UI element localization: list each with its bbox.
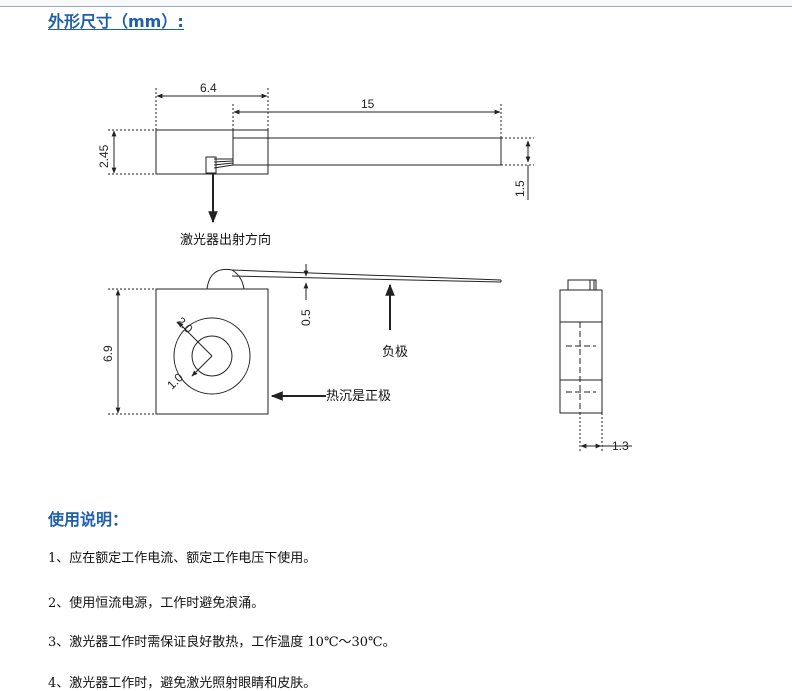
side-top-tab	[567, 279, 597, 291]
dim-gap-label: 0.5	[299, 309, 313, 326]
usage-item-4: 4、激光器工作时，避免激光照射眼睛和皮肤。	[48, 676, 317, 691]
top-body	[155, 129, 269, 175]
dimensions-title: 外形尺寸（mm）:	[48, 12, 184, 31]
dim-2-0-line	[177, 321, 213, 357]
usage-item-2: 2、使用恒流电源，工作时避免浪涌。	[48, 596, 265, 611]
dim-lead-offset-label: 1.5	[513, 180, 527, 197]
dim-width-label: 6.4	[200, 81, 217, 95]
dim-1-0-line	[191, 355, 213, 377]
inner-circle	[191, 335, 233, 377]
dim-outer-label: 2.0	[174, 314, 196, 336]
side-body	[559, 289, 603, 414]
title-underline	[48, 29, 184, 30]
front-body	[155, 288, 269, 415]
usage-item-3: 3、激光器工作时需保证良好散热，工作温度 10℃～30℃。	[48, 635, 396, 650]
top-view	[108, 88, 534, 224]
dim-inner-label: 1.0	[164, 370, 186, 392]
dim-lead-label: 15	[361, 97, 375, 111]
dim-front-height-label: 6.9	[101, 345, 115, 362]
outer-circle	[173, 317, 251, 395]
heatsink-label: 热沉是正极	[326, 389, 391, 404]
dimension-drawing: 6.4 15 2.45 1.5 激光器出射方向 6.9 2.0 1.0 0.5 …	[97, 81, 632, 453]
lead-bend	[206, 268, 245, 290]
dim-thickness-label: 1.3	[612, 439, 629, 453]
negative-lead	[231, 269, 502, 281]
side-view	[559, 279, 632, 452]
emission-direction-label: 激光器出射方向	[180, 232, 271, 248]
front-view	[108, 264, 502, 415]
usage-title: 使用说明：	[48, 510, 129, 529]
dim-height-label: 2.45	[97, 144, 111, 168]
top-lead	[232, 137, 502, 166]
negative-label: 负极	[382, 345, 408, 360]
usage-item-1: 1、应在额定工作电流、额定工作电压下使用。	[48, 551, 317, 566]
top-border	[0, 0, 792, 7]
